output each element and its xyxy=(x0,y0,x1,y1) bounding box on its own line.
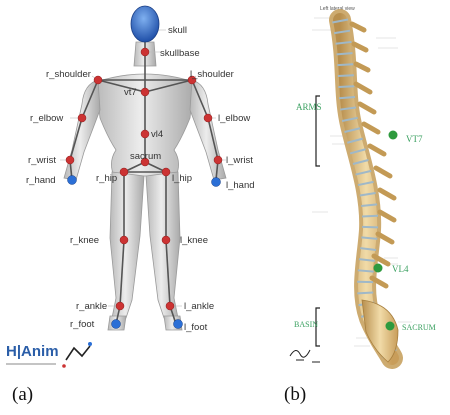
marker-label-sacrum: SACRUM xyxy=(402,323,436,332)
label-r-ankle: r_ankle xyxy=(76,301,107,312)
joint-l-elbow xyxy=(204,114,212,122)
joint-l-knee xyxy=(162,236,170,244)
caption-b: (b) xyxy=(284,384,306,406)
logo-dot-icon xyxy=(62,364,66,368)
sacrum-bone xyxy=(362,300,398,362)
label-r-hip: r_hip xyxy=(96,173,117,184)
region-label-basin: BASIN xyxy=(294,320,318,329)
head-skull xyxy=(131,6,159,42)
joint-vl4 xyxy=(141,130,149,138)
end-l-foot xyxy=(174,320,183,329)
logo-dot-icon xyxy=(88,342,92,346)
caption-a: (a) xyxy=(12,384,33,406)
label-l-foot: l_foot xyxy=(184,322,208,333)
marker-label-vl4: VL4 xyxy=(392,264,409,274)
joint-skullbase xyxy=(141,48,149,56)
joint-l-ankle xyxy=(166,302,174,310)
joint-r-wrist xyxy=(66,156,74,164)
label-r-knee: r_knee xyxy=(70,235,99,246)
joint-r-elbow xyxy=(78,114,86,122)
marker-vt7 xyxy=(389,131,398,140)
region-brackets xyxy=(316,96,320,346)
humanoid-panel: skull skullbase r_shoulder l_shoulder vt… xyxy=(6,6,255,368)
label-r-foot: r_foot xyxy=(70,319,95,330)
label-r-hand: r_hand xyxy=(26,175,56,186)
vertebral-column xyxy=(340,20,398,362)
joint-r-shoulder xyxy=(94,76,102,84)
marker-label-vt7: VT7 xyxy=(406,134,423,144)
label-l-hip: l_hip xyxy=(172,173,192,184)
label-vl4: vl4 xyxy=(151,129,163,140)
region-label-arms: ARMS xyxy=(296,102,322,112)
end-r-foot xyxy=(112,320,121,329)
label-sacrum: sacrum xyxy=(130,151,161,162)
label-l-wrist: l_wrist xyxy=(226,155,253,166)
label-r-shoulder: r_shoulder xyxy=(46,69,91,80)
label-l-knee: l_knee xyxy=(180,235,208,246)
joint-vt7 xyxy=(141,88,149,96)
marker-sacrum xyxy=(386,322,395,331)
joint-r-knee xyxy=(120,236,128,244)
logo-figure-icon xyxy=(66,346,90,360)
label-l-ankle: l_ankle xyxy=(184,301,214,312)
spine-panel: Left lateral view xyxy=(290,6,436,362)
label-skull: skull xyxy=(168,25,187,36)
joint-r-hip xyxy=(120,168,128,176)
label-r-wrist: r_wrist xyxy=(28,155,56,166)
label-vt7: vt7 xyxy=(124,87,137,98)
logo-text: H|Anim xyxy=(6,343,59,360)
joint-r-ankle xyxy=(116,302,124,310)
end-r-hand xyxy=(68,176,77,185)
joint-l-wrist xyxy=(214,156,222,164)
label-l-shoulder: l_shoulder xyxy=(190,69,234,80)
label-l-hand: l_hand xyxy=(226,180,255,191)
hanim-logo: H|Anim xyxy=(6,342,92,368)
joint-l-hip xyxy=(162,168,170,176)
label-r-elbow: r_elbow xyxy=(30,113,63,124)
label-l-elbow: l_elbow xyxy=(218,113,250,124)
artist-signature xyxy=(290,350,320,362)
label-skullbase: skullbase xyxy=(160,48,200,59)
marker-vl4 xyxy=(374,264,383,273)
end-l-hand xyxy=(212,178,221,187)
